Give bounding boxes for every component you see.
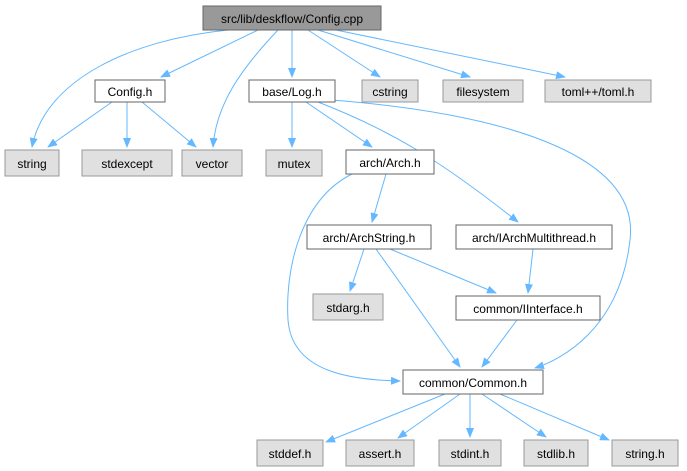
node-arch-string-h[interactable]: arch/ArchString.h bbox=[306, 224, 432, 250]
node-stdexcept: stdexcept bbox=[81, 149, 173, 177]
node-label: string.h bbox=[625, 447, 664, 461]
edge-config-h-to-string bbox=[47, 101, 113, 148]
edge-base-log-h-to-iarch-mt-h bbox=[317, 101, 519, 223]
node-box bbox=[181, 149, 243, 177]
node-box bbox=[455, 295, 601, 321]
edge-config-cpp-to-config-h bbox=[160, 29, 259, 78]
node-vector: vector bbox=[181, 149, 243, 177]
node-label: arch/ArchString.h bbox=[323, 231, 416, 245]
edge-common-h-to-string-h bbox=[499, 393, 610, 441]
edge-base-log-h-to-arch-h bbox=[305, 101, 373, 148]
node-label: vector bbox=[196, 157, 229, 171]
edge-arch-string-h-to-stdarg-h bbox=[349, 248, 365, 292]
node-iinterface-h[interactable]: common/IInterface.h bbox=[455, 295, 601, 321]
node-stddef-h: stddef.h bbox=[256, 439, 324, 467]
node-box bbox=[544, 79, 652, 103]
node-config-h[interactable]: Config.h bbox=[94, 79, 166, 103]
edge-config-cpp-to-cstring bbox=[307, 29, 381, 78]
node-stdint-h: stdint.h bbox=[438, 439, 502, 467]
node-box bbox=[4, 149, 60, 177]
edge-iinterface-h-to-common-h bbox=[481, 319, 518, 368]
node-cstring: cstring bbox=[361, 79, 419, 103]
node-assert-h: assert.h bbox=[345, 439, 415, 467]
node-label: arch/IArchMultithread.h bbox=[472, 231, 596, 245]
node-label: stdlib.h bbox=[537, 447, 575, 461]
node-box bbox=[248, 79, 336, 103]
edge-base-log-h-to-common-h bbox=[331, 99, 632, 370]
node-toml-h: toml++/toml.h bbox=[544, 79, 652, 103]
node-box bbox=[442, 79, 524, 103]
node-label: stddef.h bbox=[269, 447, 312, 461]
node-box bbox=[81, 149, 173, 177]
node-common-h[interactable]: common/Common.h bbox=[402, 369, 544, 395]
node-iarch-mt-h[interactable]: arch/IArchMultithread.h bbox=[455, 224, 613, 250]
node-box bbox=[523, 439, 589, 467]
node-config-cpp[interactable]: src/lib/deskflow/Config.cpp bbox=[202, 5, 382, 31]
node-arch-h[interactable]: arch/Arch.h bbox=[345, 149, 435, 175]
node-label: common/IInterface.h bbox=[473, 302, 582, 316]
edge-common-h-to-stddef-h bbox=[325, 393, 446, 443]
edge-arch-h-to-common-h bbox=[287, 173, 401, 385]
edge-layer bbox=[29, 29, 632, 443]
edge-arch-string-h-to-common-h bbox=[375, 248, 461, 368]
node-label: stdint.h bbox=[451, 447, 490, 461]
node-box bbox=[345, 149, 435, 175]
edge-common-h-to-assert-h bbox=[397, 393, 461, 439]
node-label: toml++/toml.h bbox=[562, 85, 635, 99]
node-label: arch/Arch.h bbox=[359, 156, 420, 170]
node-label: stdexcept bbox=[101, 157, 153, 171]
edge-config-cpp-to-vector bbox=[209, 29, 279, 148]
node-stdarg-h: stdarg.h bbox=[312, 293, 384, 321]
edge-config-cpp-to-string bbox=[29, 29, 229, 148]
node-label: base/Log.h bbox=[262, 85, 321, 99]
node-label: string bbox=[17, 157, 46, 171]
node-label: filesystem bbox=[456, 85, 509, 99]
node-label: Config.h bbox=[108, 85, 153, 99]
node-box bbox=[611, 439, 679, 467]
node-box bbox=[455, 224, 613, 250]
edge-iarch-mt-h-to-iinterface-h bbox=[525, 248, 534, 294]
node-box bbox=[202, 5, 382, 31]
edge-arch-string-h-to-iinterface-h bbox=[389, 248, 497, 294]
node-box bbox=[361, 79, 419, 103]
edge-config-h-to-vector bbox=[141, 101, 197, 148]
node-box bbox=[94, 79, 166, 103]
node-base-log-h[interactable]: base/Log.h bbox=[248, 79, 336, 103]
edge-config-cpp-to-toml-h bbox=[335, 29, 566, 80]
node-label: cstring bbox=[372, 85, 407, 99]
edge-arch-h-to-arch-string-h bbox=[370, 173, 387, 223]
node-mutex: mutex bbox=[265, 149, 323, 177]
node-label: mutex bbox=[278, 157, 311, 171]
node-filesystem: filesystem bbox=[442, 79, 524, 103]
node-box bbox=[312, 293, 384, 321]
node-string-h: string.h bbox=[611, 439, 679, 467]
node-box bbox=[438, 439, 502, 467]
node-stdlib-h: stdlib.h bbox=[523, 439, 589, 467]
node-label: stdarg.h bbox=[326, 301, 369, 315]
node-box bbox=[256, 439, 324, 467]
node-box bbox=[306, 224, 432, 250]
node-label: src/lib/deskflow/Config.cpp bbox=[221, 12, 363, 26]
node-box bbox=[265, 149, 323, 177]
node-label: common/Common.h bbox=[419, 376, 527, 390]
node-box bbox=[345, 439, 415, 467]
edge-config-cpp-to-filesystem bbox=[317, 29, 471, 79]
edge-common-h-to-stdlib-h bbox=[481, 393, 547, 438]
node-label: assert.h bbox=[359, 447, 402, 461]
node-box bbox=[402, 369, 544, 395]
node-string: string bbox=[4, 149, 60, 177]
